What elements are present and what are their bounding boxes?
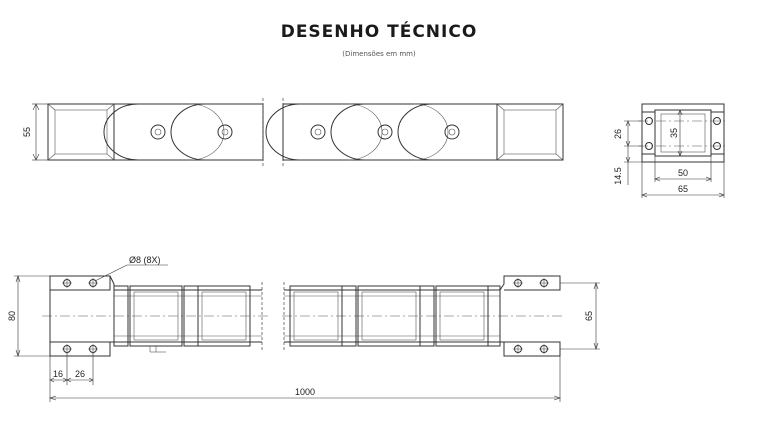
crossbar-4	[197, 285, 251, 347]
side-view-right-end-box	[496, 103, 564, 161]
crossbar-1	[113, 285, 129, 347]
crossbar-10	[487, 285, 501, 347]
dim-top-26: 26	[75, 369, 85, 379]
dim-end-35: 35	[669, 128, 679, 138]
side-view-left-body	[47, 103, 264, 161]
dim-top-80: 80	[7, 311, 17, 321]
dim-side-height: 55	[22, 127, 32, 137]
side-view: 55	[22, 98, 564, 166]
end-view-outline	[641, 103, 725, 163]
page-subtitle: (Dimensões em mm)	[342, 50, 416, 58]
side-view-pin-5	[444, 124, 460, 140]
dim-total-length: 1000	[295, 387, 315, 397]
top-view: Ø8 (8X) 80 65 16 26 1000	[7, 255, 600, 402]
dim-end-50: 50	[678, 168, 688, 178]
dim-end-14-5: 14.5	[613, 167, 623, 185]
dim-hole: Ø8 (8X)	[129, 255, 161, 265]
dim-end-65: 65	[678, 184, 688, 194]
crossbar-5	[289, 285, 343, 347]
crossbar-6	[341, 285, 357, 347]
page-title: DESENHO TÉCNICO	[280, 22, 478, 42]
dim-top-65: 65	[584, 311, 594, 321]
dim-end-26: 26	[613, 129, 623, 139]
side-view-pin-3	[310, 124, 326, 140]
side-view-pin-1	[150, 124, 166, 140]
side-view-pin-4	[377, 124, 393, 140]
end-view: 26 14.5 35 50 65	[613, 103, 728, 198]
hole-leader	[94, 264, 128, 282]
side-view-left-end-box	[47, 103, 115, 161]
side-view-pin-2	[217, 124, 233, 140]
crossbar-8	[419, 285, 435, 347]
dim-top-16: 16	[53, 369, 63, 379]
